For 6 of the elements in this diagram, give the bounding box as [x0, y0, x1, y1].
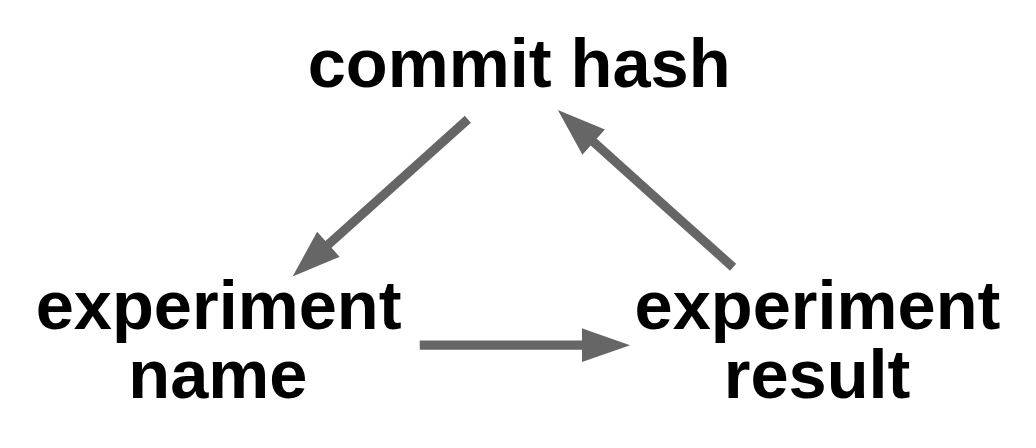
node-text: experiment name: [35, 267, 402, 413]
arrow: [292, 115, 471, 277]
node-text: experiment result: [634, 267, 1001, 413]
node-text: commit hash: [307, 24, 731, 102]
arrow: [419, 328, 631, 362]
arrow: [557, 110, 737, 271]
